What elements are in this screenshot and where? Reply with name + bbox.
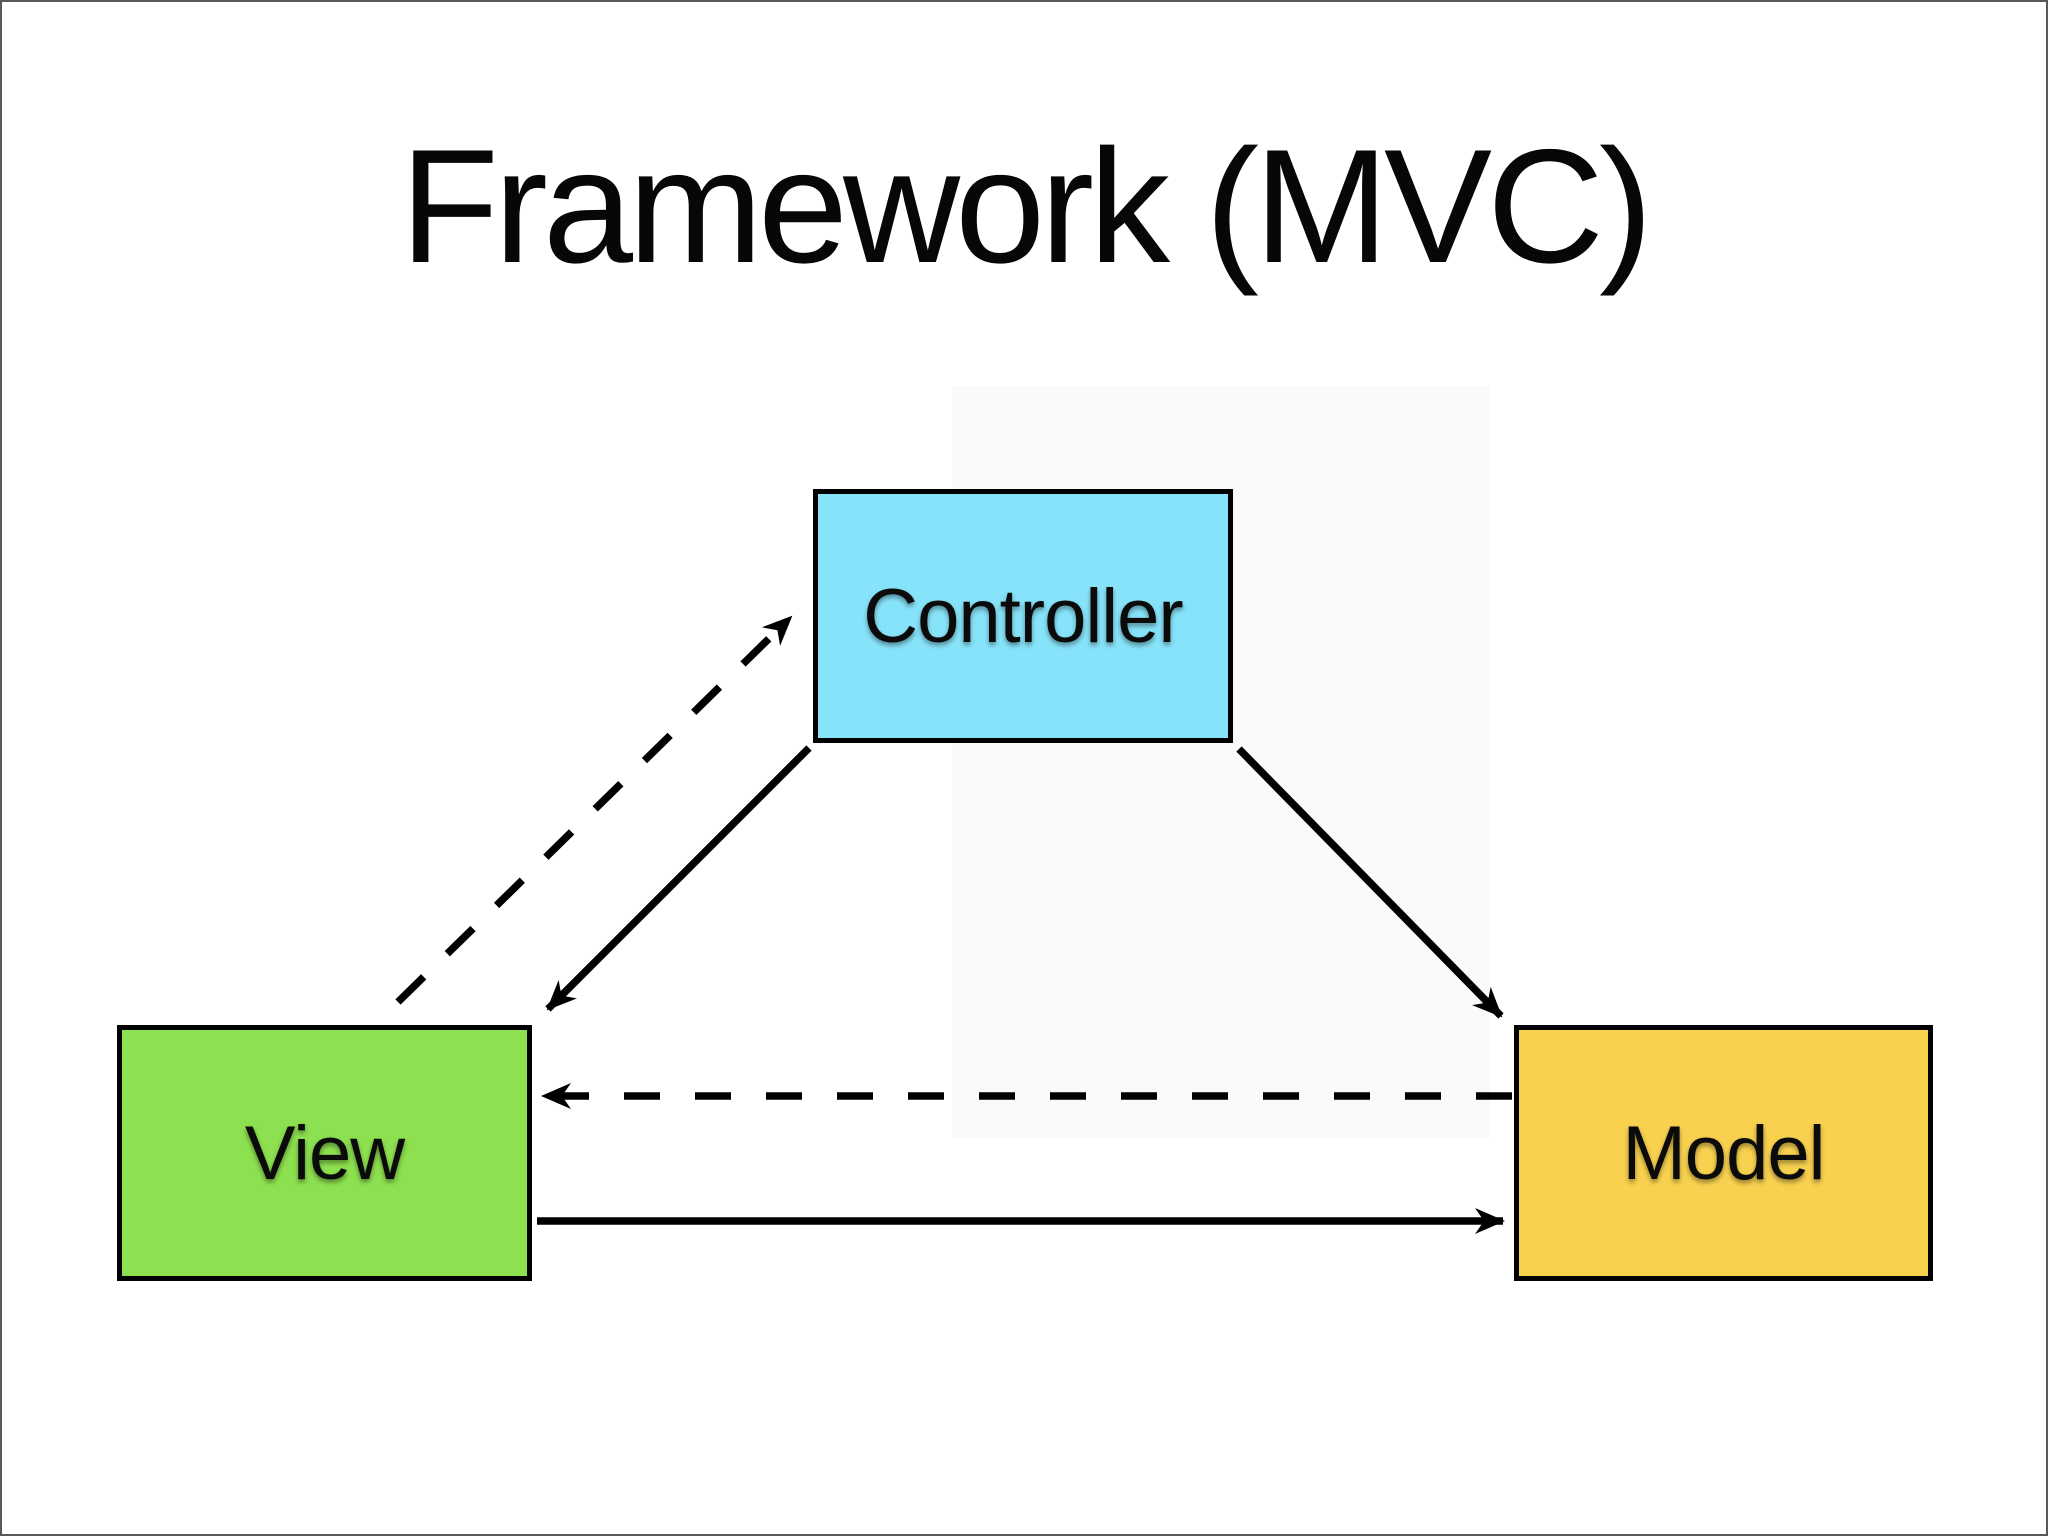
node-view-label: View xyxy=(244,1110,405,1196)
edge-controller-to-view-solid-arrow xyxy=(545,745,812,1012)
node-controller-label: Controller xyxy=(863,573,1183,659)
edge-controller-to-model-solid-arrow xyxy=(1236,746,1504,1019)
edge-view-to-controller-dashed-arrow xyxy=(395,614,794,1005)
node-view: View xyxy=(117,1025,532,1281)
node-controller: Controller xyxy=(813,489,1233,743)
node-model-label: Model xyxy=(1622,1110,1826,1196)
slide-title: Framework (MVC) xyxy=(400,116,1653,297)
node-model: Model xyxy=(1514,1025,1933,1281)
